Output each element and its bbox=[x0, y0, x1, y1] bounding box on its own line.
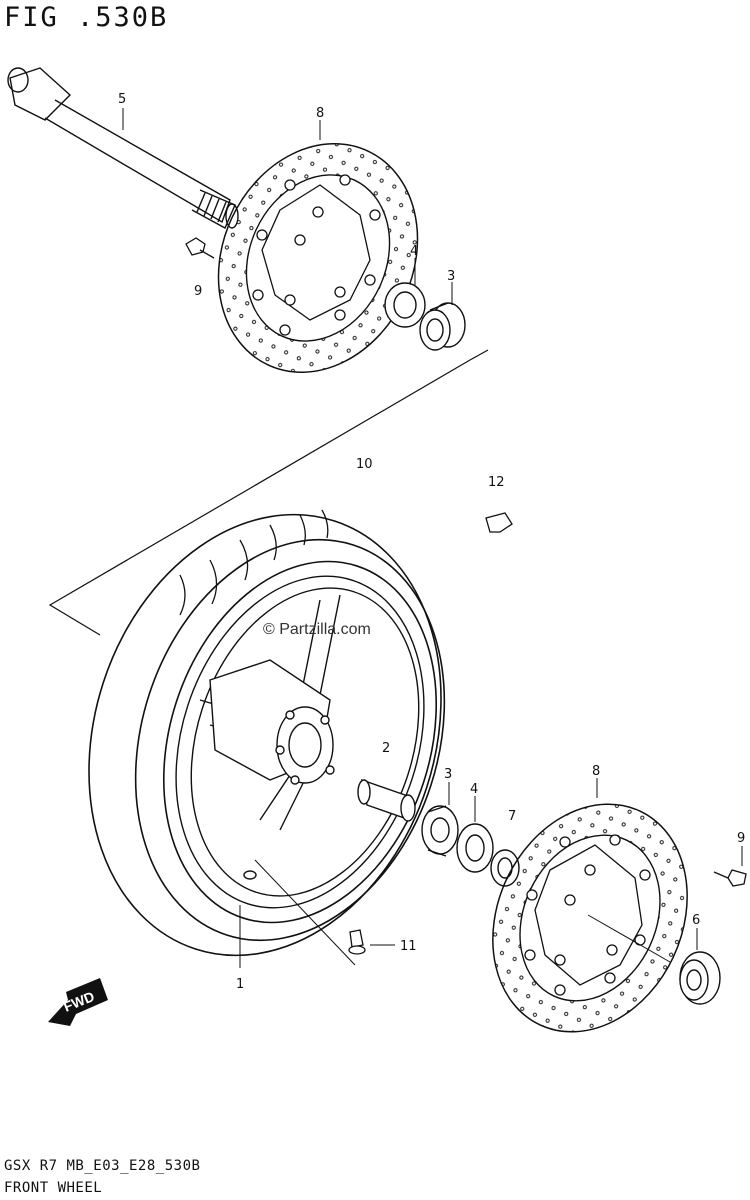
collar[interactable] bbox=[679, 951, 721, 1005]
bolt-upper[interactable] bbox=[185, 237, 215, 259]
watermark-text: © Partzilla.com bbox=[263, 621, 371, 638]
callout-7: 7 bbox=[508, 809, 516, 824]
callout-11: 11 bbox=[400, 939, 417, 954]
callout-9-lower: 9 bbox=[737, 831, 745, 846]
callout-1: 1 bbox=[236, 977, 244, 992]
brake-disc-upper[interactable] bbox=[182, 111, 454, 405]
callout-4-lower: 4 bbox=[470, 782, 478, 797]
callout-2: 2 bbox=[382, 741, 390, 756]
dust-seal-lower[interactable] bbox=[456, 823, 494, 873]
callout-3-lower: 3 bbox=[444, 767, 452, 782]
dust-seal-upper[interactable] bbox=[384, 282, 426, 328]
callout-6: 6 bbox=[692, 913, 700, 928]
callout-5: 5 bbox=[118, 92, 126, 107]
bearing-lower[interactable] bbox=[421, 805, 459, 857]
fwd-arrow-icon: FWD bbox=[48, 978, 108, 1026]
balancer-weight[interactable] bbox=[485, 512, 513, 533]
wheel[interactable] bbox=[135, 544, 465, 940]
callout-9-upper: 9 bbox=[194, 284, 202, 299]
callout-8-upper: 8 bbox=[316, 106, 324, 121]
figure-title: FIG .530B bbox=[4, 2, 169, 33]
callout-12: 12 bbox=[488, 475, 505, 490]
callout-4-upper: 4 bbox=[410, 244, 418, 259]
section-name: FRONT WHEEL bbox=[4, 1180, 103, 1196]
valve[interactable] bbox=[348, 929, 366, 955]
callout-labels: 1 2 3 3 4 4 5 6 7 8 8 9 9 10 11 12 bbox=[118, 92, 745, 992]
model-code: GSX R7 MB_E03_E28_530B bbox=[4, 1158, 201, 1174]
callout-8-lower: 8 bbox=[592, 764, 600, 779]
bolt-lower[interactable] bbox=[713, 869, 747, 887]
callout-10: 10 bbox=[356, 457, 373, 472]
spacer[interactable] bbox=[357, 778, 416, 822]
bearing-upper[interactable] bbox=[419, 302, 466, 351]
brake-disc-lower[interactable] bbox=[457, 772, 723, 1064]
callout-3-upper: 3 bbox=[447, 269, 455, 284]
